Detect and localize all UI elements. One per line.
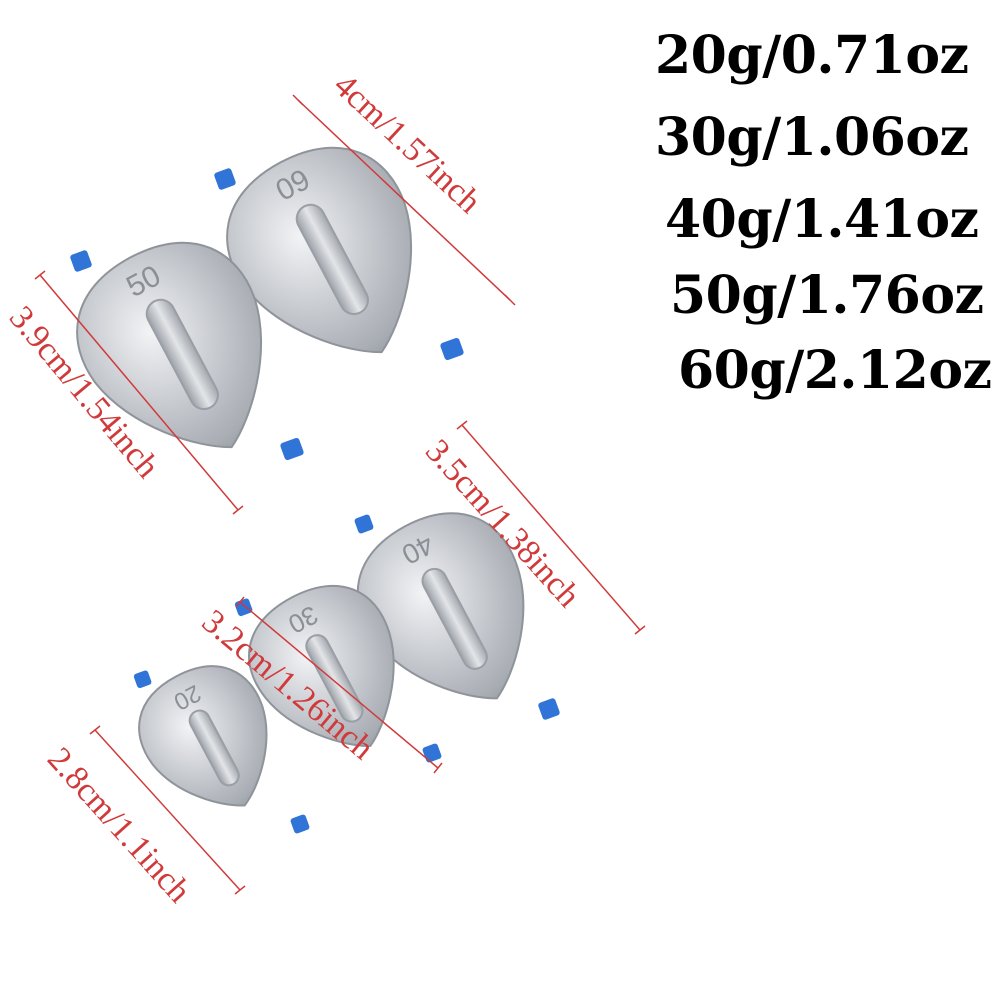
tip-icon (280, 437, 304, 461)
tip-icon (422, 743, 442, 763)
tip-icon (538, 698, 560, 720)
sinker-60g: 60 (226, 146, 412, 354)
sinker-30g: 30 (248, 584, 395, 747)
dimension-line-2-8cm (94, 729, 241, 891)
tip-icon (214, 168, 236, 190)
sinker-50g: 50 (76, 241, 262, 449)
weight-30g: 30g/1.06oz (655, 107, 969, 168)
dimension-lines (34, 94, 646, 895)
tip-icon (440, 337, 464, 361)
tip-icon (133, 670, 152, 689)
dimension-line-3-9cm (39, 274, 239, 511)
tip-icon (234, 598, 253, 617)
dimension-line-4cm (297, 99, 511, 301)
weight-50g: 50g/1.76oz (670, 265, 984, 326)
dimension-line-3-5cm (461, 424, 641, 631)
dimension-line-3-2cm (239, 601, 439, 769)
tip-icon (354, 514, 374, 534)
weight-60g: 60g/2.12oz (678, 340, 992, 401)
tip-icon (290, 814, 310, 834)
weight-40g: 40g/1.41oz (665, 189, 979, 250)
weight-20g: 20g/0.71oz (655, 25, 969, 86)
sinker-20g: 20 (138, 665, 268, 807)
tip-icon (70, 250, 92, 272)
weight-list: 20g/0.71oz 30g/1.06oz 40g/1.41oz 50g/1.7… (0, 0, 1000, 420)
